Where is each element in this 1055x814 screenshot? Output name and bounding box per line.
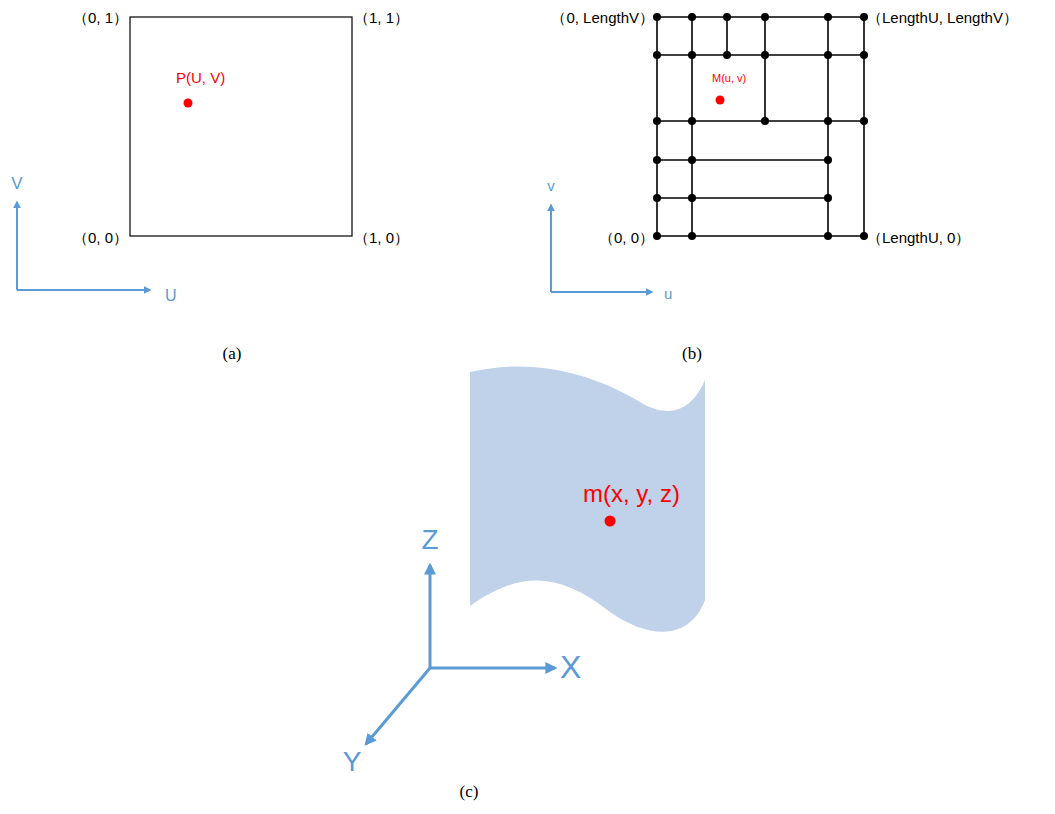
axis-label: u [664, 286, 672, 303]
grid-lines [657, 17, 864, 236]
axes-c [366, 565, 555, 744]
grid-node [653, 232, 661, 240]
grid-node [653, 117, 661, 125]
axis-label: Z [421, 525, 438, 556]
grid-node [653, 156, 661, 164]
grid-node [688, 194, 696, 202]
grid-node [653, 51, 661, 59]
point-label: M(u, v) [712, 72, 746, 84]
grid-node [688, 51, 696, 59]
grid-nodes [653, 13, 868, 240]
panel-label: (b) [682, 345, 702, 364]
grid-node [723, 51, 731, 59]
corner-coordinate: （LengthU, 0） [867, 230, 970, 247]
panel-label: (a) [223, 345, 242, 364]
grid-node [723, 13, 731, 21]
point-m [716, 96, 725, 105]
grid-node [688, 156, 696, 164]
corner-coordinate: （0, 1） [73, 10, 128, 27]
corner-coordinate: （1, 1） [354, 10, 409, 27]
corner-coordinate: （0, 0） [73, 230, 128, 247]
grid-node [688, 117, 696, 125]
grid-node [824, 117, 832, 125]
axes-b [551, 205, 652, 292]
grid-node [824, 194, 832, 202]
grid-node [824, 156, 832, 164]
grid-node [860, 117, 868, 125]
grid-node [860, 51, 868, 59]
grid-node [824, 13, 832, 21]
axis-label: X [560, 650, 581, 685]
corner-coordinate: （0, 0） [599, 230, 654, 247]
corner-coordinate: （1, 0） [354, 230, 409, 247]
grid-node [824, 51, 832, 59]
unit-square [130, 17, 352, 236]
point-label: P(U, V) [176, 70, 225, 87]
axis-label: U [165, 287, 177, 305]
grid-node [824, 232, 832, 240]
grid-node [653, 194, 661, 202]
axis-label: V [11, 175, 22, 194]
point-m3d [605, 516, 616, 527]
grid-node [653, 13, 661, 21]
point-p [184, 99, 193, 108]
surface [470, 367, 705, 632]
axes-a [17, 202, 150, 290]
axis-label: Y [343, 747, 362, 778]
grid-node [761, 117, 769, 125]
grid-node [761, 51, 769, 59]
grid-node [761, 13, 769, 21]
grid-node [688, 232, 696, 240]
grid-node [688, 13, 696, 21]
corner-coordinate: （LengthU, LengthV） [867, 10, 1018, 27]
grid-node [860, 13, 868, 21]
point-label: m(x, y, z) [583, 481, 680, 507]
grid-node [860, 232, 868, 240]
corner-coordinate: （0, LengthV） [551, 10, 654, 27]
axis-label: v [547, 178, 555, 195]
panel-label: (c) [460, 783, 479, 802]
